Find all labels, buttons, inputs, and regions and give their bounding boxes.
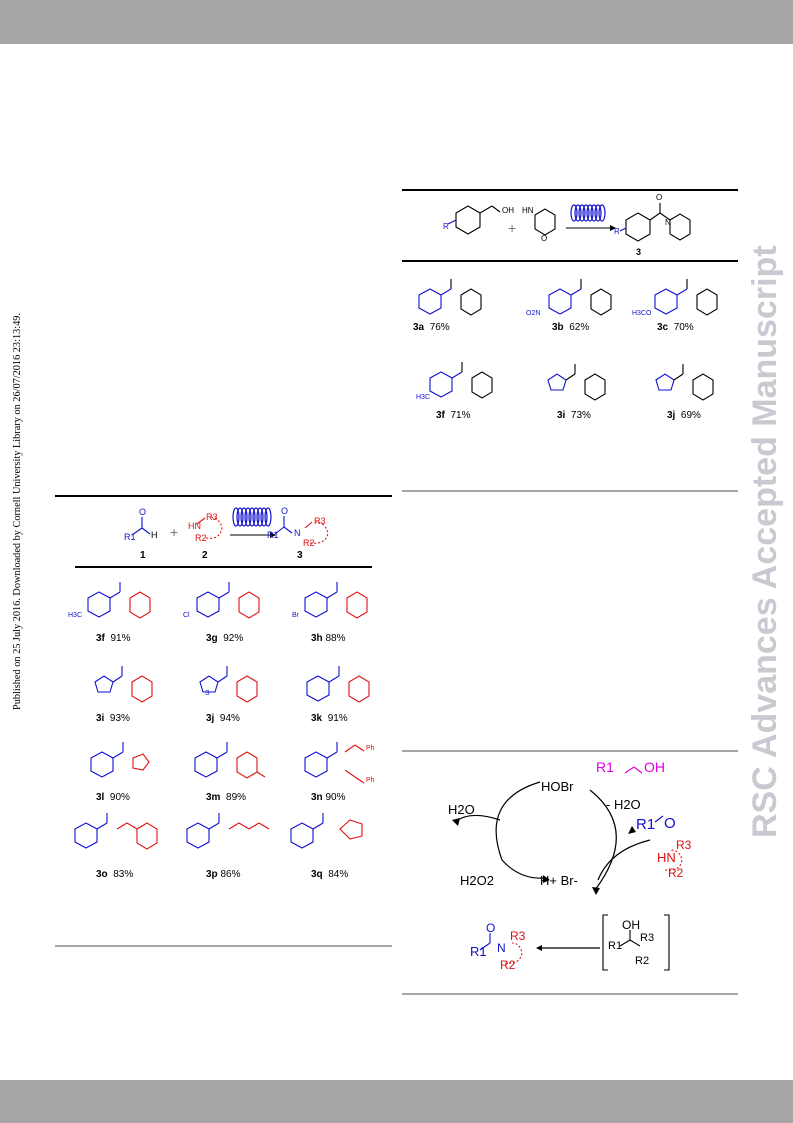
footer-bar	[0, 1080, 793, 1123]
aldehyde-r1-mech: R1	[636, 816, 656, 833]
scheme-left-mid-rule	[75, 566, 372, 568]
intermediate-r3: R3	[640, 932, 655, 944]
amine-r2: R2	[195, 533, 207, 543]
compound-3i-top: 3i 73%	[557, 410, 591, 421]
compound-number-1: 1	[140, 550, 146, 561]
amide-o: O	[486, 921, 496, 935]
compound-3p: 3p 86%	[206, 869, 241, 880]
hobr-label: HOBr	[541, 779, 574, 794]
compound-3o: 3o 83%	[96, 869, 134, 880]
scheme-left-top-rule	[55, 495, 392, 497]
reagent-oh-label: OH	[502, 206, 514, 215]
amide-r3: R3	[510, 929, 526, 943]
amide-n: N	[497, 941, 506, 955]
compound-3g: 3g 92%	[206, 633, 244, 644]
product-r2: R2	[303, 538, 315, 548]
aldehyde-r1: R1	[124, 532, 136, 542]
methyl-label-left: H3C	[68, 612, 83, 619]
scheme-top-bottom-rule	[402, 490, 738, 492]
reagent-r-label: R	[443, 222, 449, 231]
compound-number-3: 3	[297, 550, 303, 561]
intermediate-oh: OH	[622, 918, 640, 932]
morpholine-o-label: O	[541, 234, 548, 243]
product-r3: R3	[314, 516, 326, 526]
compound-3i: 3i 93%	[96, 713, 130, 724]
alcohol-oh: OH	[644, 759, 665, 775]
peroxide-label: H2O2	[460, 873, 494, 888]
product-n: N	[294, 528, 301, 538]
compound-3f-top: 3f 71%	[436, 410, 471, 421]
compound-3h: 3h 88%	[311, 633, 346, 644]
morpholine-hn-label: HN	[522, 206, 534, 215]
mechanism-top-rule	[402, 750, 738, 752]
compound-number-2: 2	[202, 550, 208, 561]
compound-3k: 3k 91%	[311, 713, 348, 724]
nitro-label: O2N	[526, 310, 541, 317]
benzyl-ph-1: Ph	[366, 745, 375, 752]
intermediate-r1: R1	[608, 940, 623, 952]
compound-3b: 3b 62%	[552, 322, 590, 333]
plus-sign: +	[508, 220, 517, 236]
product-r-label: R	[614, 227, 620, 236]
amide-r1: R1	[470, 944, 487, 959]
mechanism-bottom-rule	[402, 993, 738, 995]
amine-hn: HN	[188, 521, 201, 531]
aldehyde-o: O	[139, 507, 147, 517]
alcohol-r1: R1	[596, 759, 614, 775]
amine-hn-mech: HN	[657, 850, 676, 865]
compound-3l: 3l 90%	[96, 792, 130, 803]
product-r1: R1	[267, 530, 279, 540]
intermediate-r2: R2	[635, 955, 650, 967]
product-o-label: O	[656, 193, 663, 202]
bromo-label: Br	[292, 612, 299, 619]
aldehyde-h: H	[151, 530, 158, 540]
plus-sign-left: +	[170, 524, 179, 540]
product-number: 3	[636, 247, 642, 257]
compound-3f: 3f 91%	[96, 633, 131, 644]
compound-3q: 3q 84%	[311, 869, 349, 880]
methoxy-label: H3CO	[632, 310, 652, 317]
header-bar	[0, 0, 793, 44]
methyl-label: H3C	[416, 394, 431, 401]
compound-3n: 3n 90%	[311, 792, 346, 803]
scheme-left-bottom-rule	[55, 945, 392, 947]
compound-3j: 3j 94%	[206, 713, 240, 724]
scheme-top-mid-rule	[402, 260, 738, 262]
compound-3a: 3a 76%	[413, 322, 450, 333]
product-o: O	[281, 506, 289, 516]
amine-r3-mech: R3	[676, 838, 692, 852]
amide-r2: R2	[500, 958, 516, 972]
amine-r2-mech: R2	[668, 866, 684, 880]
aldehyde-o-mech: O	[664, 815, 676, 832]
water-loss-label: - H2O	[606, 797, 641, 812]
amine-r3: R3	[206, 512, 218, 522]
water-label: H2O	[448, 802, 475, 817]
compound-3m: 3m 89%	[206, 792, 247, 803]
hbr-label: H+ Br-	[540, 873, 578, 888]
benzyl-ph-2: Ph	[366, 777, 375, 784]
scheme-top-rule	[402, 189, 738, 191]
chloro-label: Cl	[183, 612, 190, 619]
compound-3j-top: 3j 69%	[667, 410, 701, 421]
product-n-label: N	[665, 218, 671, 227]
thiophene-s-label: S	[205, 690, 210, 697]
compound-3c: 3c 70%	[657, 322, 694, 333]
